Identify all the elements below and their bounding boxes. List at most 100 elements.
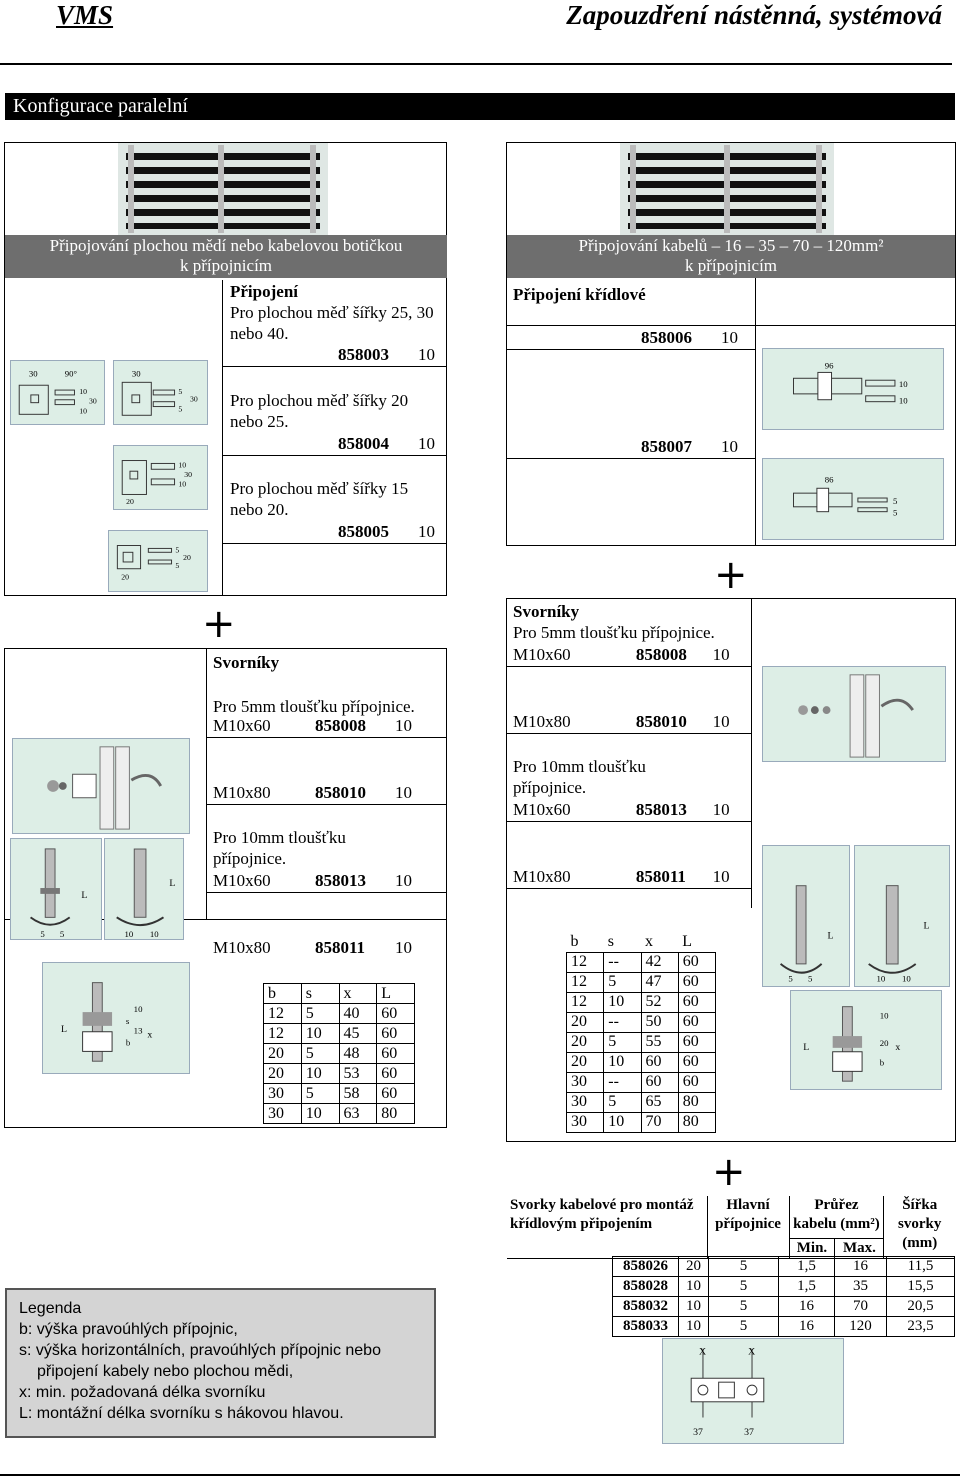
right-grey-line1: Připojování kabelů – 16 – 35 – 70 – 120m… [578, 236, 884, 255]
order-qty: 10 [721, 328, 738, 347]
dim-label: 30 [190, 395, 198, 404]
dim-label: 5 [893, 508, 898, 518]
plus-icon: + [712, 1149, 746, 1195]
right-bolts-10mm: Pro 10mm tloušťku přípojnice. [513, 757, 646, 797]
bolt-assembly-photo-right [762, 666, 946, 762]
right-grey-line2: k přípojnicím [684, 256, 778, 275]
dim-label: 10 [178, 460, 186, 469]
order-code: 858006 [641, 328, 692, 347]
bolt-size: M10x60 [513, 800, 571, 819]
page-title: Zapouzdření nástěnná, systémová [566, 0, 942, 30]
right-title-hline [506, 325, 956, 326]
header-divider [0, 63, 952, 65]
legend-x: x: min. požadovaná délka svorníku [19, 1384, 266, 1401]
dim-label: x [147, 1030, 152, 1041]
bolt-drawing-right-2: L 10 10 [854, 845, 950, 987]
dim-label: 10 [902, 974, 911, 984]
bolt-qty: 10 [395, 871, 412, 890]
dim-label: 30 [89, 397, 97, 406]
plus-icon: + [714, 552, 748, 598]
dim-label: L [61, 1024, 67, 1035]
dim-label: 10 [899, 396, 908, 406]
bolt-qty: 10 [395, 938, 412, 957]
order-qty: 10 [418, 434, 435, 453]
bolt-qty: 10 [395, 783, 412, 802]
dim-label: 10 [178, 480, 186, 489]
table-header: b [263, 983, 302, 1004]
cable-clamp-drawing-1: 96 10 10 [762, 348, 944, 430]
dim-label: 5 [893, 496, 898, 506]
dim-label: 5 [175, 545, 179, 554]
dim-label: 10 [79, 406, 87, 415]
dim-label: 5 [178, 387, 182, 396]
dim-label: 10 [880, 1010, 889, 1020]
bolt-code: 858008 [315, 716, 366, 735]
col-min: Min. [788, 1237, 836, 1259]
bolt-size: M10x80 [513, 867, 571, 886]
section-title: Konfigurace paralelní [5, 93, 955, 120]
dim-label: 5 [808, 973, 813, 983]
left-option1-text: Pro plochou měď šířky 25, 30 nebo 40. [230, 303, 434, 343]
dim-label: 10 [79, 387, 87, 396]
left-options-divider [222, 280, 223, 596]
left-bolts-hline [4, 919, 447, 920]
dim-label: 30 [29, 369, 38, 379]
bolt-size: M10x60 [213, 716, 271, 735]
bolt-drawing-right-1: L 5 5 [762, 845, 850, 987]
dim-label: 20 [121, 572, 129, 581]
right-bolts-5mm: Pro 5mm tloušťku přípojnice. [513, 623, 715, 642]
right-title-divider [755, 278, 756, 326]
bolt-code: 858011 [315, 938, 366, 957]
bolt-section-drawing-left: L 10 s 13 b x [42, 962, 190, 1074]
dim-label: 20 [183, 553, 191, 562]
order-qty: 10 [721, 437, 738, 456]
bolt-size: M10x80 [513, 712, 571, 731]
table-header: L [376, 983, 415, 1004]
dim-label: X [748, 1347, 755, 1358]
left-option3-text: Pro plochou měď šířky 15 nebo 20. [230, 479, 409, 519]
dim-label: 10 [125, 929, 134, 939]
dim-label: L [803, 1042, 809, 1053]
left-grey-line1: Připojování plochou mědí nebo kabelovou … [49, 236, 403, 255]
bolt-qty: 10 [712, 800, 730, 819]
bolt-section-drawing-right: L 10 20 b x [790, 990, 942, 1090]
legend-s: s: výška horizontálních, pravoúhlých pří… [19, 1342, 381, 1359]
bolt-code: 858010 [315, 783, 366, 802]
table-header: b [570, 932, 579, 950]
dim-label: 90° [65, 369, 78, 379]
bolt-code: 858008 [635, 645, 687, 664]
dim-label: 5 [178, 404, 182, 413]
table-header: x [338, 983, 378, 1004]
dim-label: 30 [184, 470, 192, 479]
bolt-qty: 10 [395, 716, 412, 735]
dim-label: b [126, 1038, 131, 1048]
copper-drawing-2: 30 5 30 5 [113, 360, 208, 425]
busbar-photo-left [118, 143, 328, 235]
order-qty: 10 [418, 345, 435, 364]
right-grey-heading: Připojování kabelů – 16 – 35 – 70 – 120m… [507, 235, 955, 278]
table-header: x [645, 932, 653, 950]
cable-clamp-dimension-drawing: X X 37 37 [662, 1338, 844, 1444]
legend-s-cont: připojení kabely nebo plochou mědi, [37, 1363, 294, 1380]
dim-label: 37 [744, 1427, 754, 1438]
